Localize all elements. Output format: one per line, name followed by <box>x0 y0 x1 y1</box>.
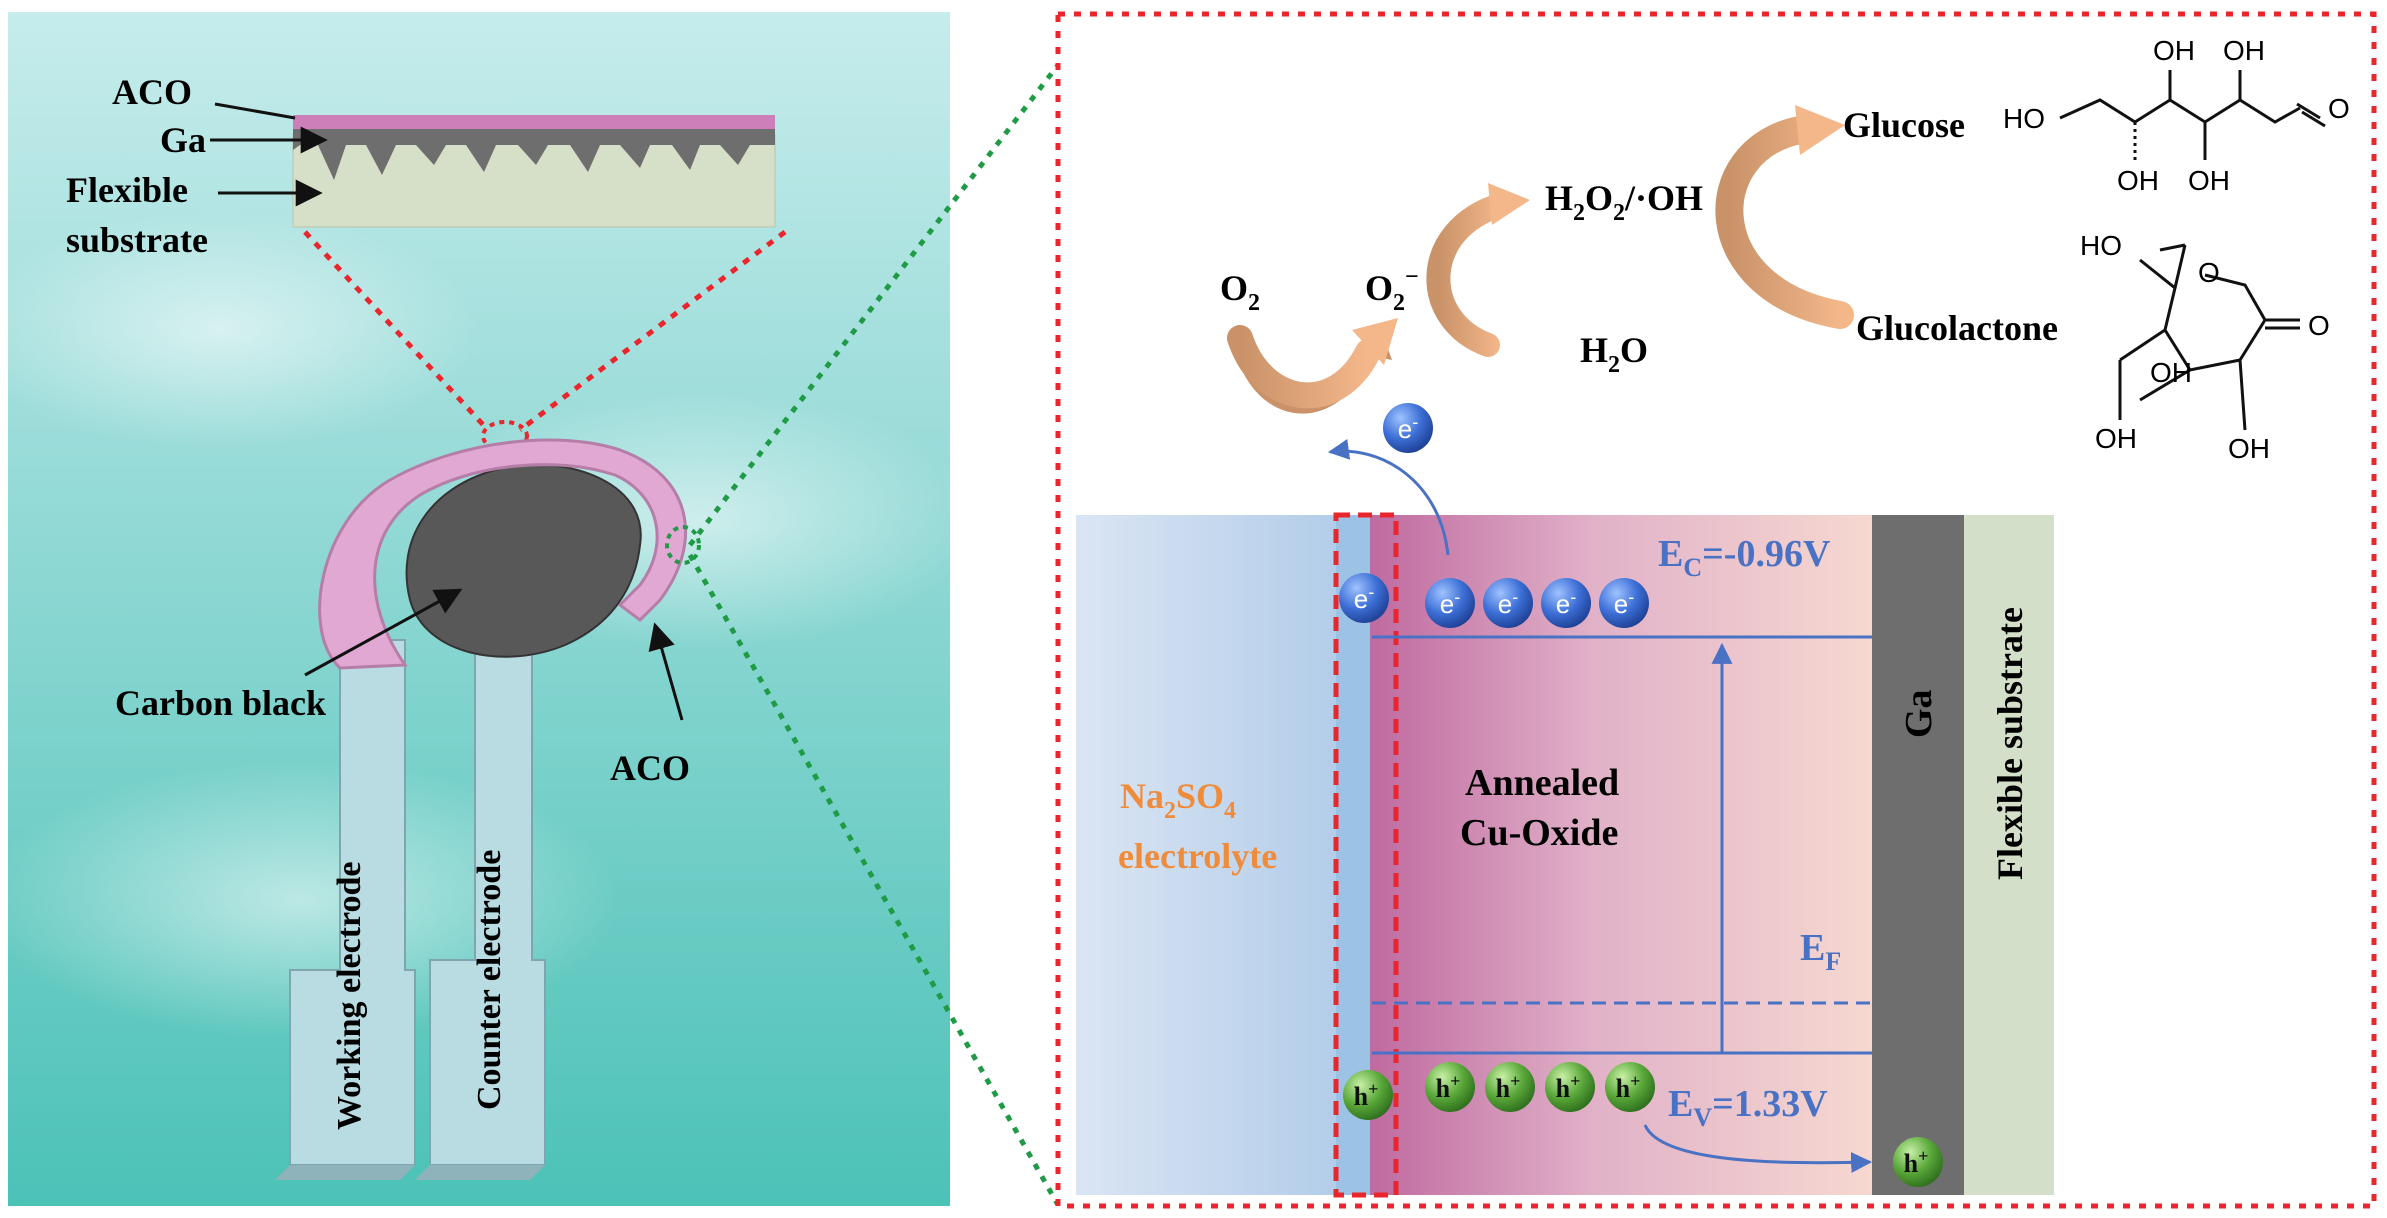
electron-cb-3: e- <box>1541 578 1591 628</box>
ga-layer-band <box>1872 515 1964 1195</box>
svg-text:h+: h+ <box>1904 1146 1929 1178</box>
label-working-electrode: Working electrode <box>331 862 368 1131</box>
semiconductor-label-1: Annealed <box>1465 762 1619 804</box>
electrolyte-region <box>1076 515 1336 1195</box>
glucose-oh-2: OH <box>2223 35 2265 66</box>
svg-text:e-: e- <box>1440 587 1460 619</box>
o2-label: O2 <box>1220 268 1260 316</box>
svg-text:e-: e- <box>1614 587 1634 619</box>
o2-reduction-arc <box>1227 325 1381 409</box>
glucolactone-ring-o: O <box>2198 257 2220 288</box>
label-flexible: Flexible <box>66 170 188 210</box>
svg-text:e-: e- <box>1498 587 1518 619</box>
ev-label: EV=1.33V <box>1668 1083 1828 1132</box>
electron-free: e- <box>1383 403 1433 453</box>
interface-highlight <box>1333 512 1399 1198</box>
svg-text:e-: e- <box>1556 587 1576 619</box>
carbon-black-disk <box>405 463 642 658</box>
label-substrate: substrate <box>66 220 208 260</box>
glucose-oh-3: OH <box>2117 165 2159 196</box>
electron-cb-1: e- <box>1425 578 1475 628</box>
zoom-spot-green <box>665 525 701 565</box>
label-carbon-black: Carbon black <box>115 683 326 723</box>
label-aco-callout: ACO <box>610 748 690 788</box>
pointer-aco-callout <box>648 622 684 721</box>
glucose-label: Glucose <box>1843 105 1965 145</box>
hole-vb-4: h+ <box>1605 1062 1655 1112</box>
zoom-line-red <box>518 229 787 433</box>
glucose-structure-labels: HO OH OH OH OH O <box>2003 35 2350 196</box>
glucolactone-carbonyl-o: O <box>2308 310 2330 341</box>
aco-layer <box>293 115 775 129</box>
hole-transfer-arrow <box>1643 1124 1873 1174</box>
substrate-band-label: Flexible substrate <box>1990 607 2030 880</box>
holes: h+ h+ h+ h+ h+ h+ <box>1343 1062 1943 1187</box>
ec-label: EC=-0.96V <box>1658 533 1831 582</box>
electron-cb-4: e- <box>1599 578 1649 628</box>
hole-vb-2: h+ <box>1485 1062 1535 1112</box>
svg-text:h+: h+ <box>1616 1071 1641 1103</box>
glucose-ho: HO <box>2003 103 2045 134</box>
electrons: e- e- e- e- e- e- <box>1339 403 1649 628</box>
glucose-oxidation-arrowhead <box>1795 105 1845 155</box>
hole-vb-1: h+ <box>1425 1062 1475 1112</box>
flexible-substrate-band <box>1964 515 2054 1195</box>
glucolactone-oh-1: OH <box>2150 357 2192 388</box>
zoom-spot-red <box>481 420 529 452</box>
electron-cb-2: e- <box>1483 578 1533 628</box>
pointer-aco <box>214 102 296 120</box>
glucolactone-oh-2: OH <box>2095 423 2137 454</box>
aco-ring <box>318 438 688 670</box>
svg-text:h+: h+ <box>1354 1079 1379 1111</box>
lactone-edge <box>2139 368 2191 402</box>
counter-electrode-edge <box>415 1165 545 1180</box>
glucose-oh-1: OH <box>2153 35 2195 66</box>
ga-layer <box>293 128 775 180</box>
ga-band-label: Ga <box>1898 689 1940 738</box>
glucose-aldehyde-o: O <box>2328 93 2350 124</box>
reaction-scheme: O2 O2− H2O2/·OH H2O Glucose Glucolactone <box>1220 105 2058 414</box>
glucolactone-ho: HO <box>2080 230 2122 261</box>
left-panel: ACO Ga Flexible substrate Carbon black A… <box>0 12 980 1206</box>
h2o-label: H2O <box>1580 330 1648 378</box>
hole-ga: h+ <box>1893 1137 1943 1187</box>
o2-reduction-arrowhead <box>1352 318 1398 365</box>
electrolyte-formula: Na2SO4 <box>1120 776 1236 824</box>
electron-transfer-arrow <box>1327 438 1450 556</box>
svg-text:h+: h+ <box>1496 1071 1521 1103</box>
svg-text:e-: e- <box>1398 412 1418 444</box>
electrolyte-label: electrolyte <box>1118 836 1277 876</box>
superoxide-label: O2− <box>1365 264 1419 316</box>
label-counter-electrode: Counter electrode <box>471 850 508 1110</box>
svg-text:h+: h+ <box>1436 1071 1461 1103</box>
working-electrode-edge <box>275 1165 415 1180</box>
h2o-to-h2o2-arrowhead <box>1488 183 1530 225</box>
svg-text:e-: e- <box>1354 582 1374 614</box>
glucolactone-label: Glucolactone <box>1856 308 2058 348</box>
ef-label: EF <box>1800 927 1841 976</box>
label-ga: Ga <box>160 120 206 160</box>
layer-stack <box>292 115 776 228</box>
pointer-carbon-black <box>304 588 463 677</box>
glucose-oxidation-arc <box>1715 116 1854 329</box>
hole-vb-3: h+ <box>1545 1062 1595 1112</box>
label-aco-top: ACO <box>112 72 192 112</box>
h2o2-label: H2O2/·OH <box>1545 178 1703 226</box>
semiconductor-label-2: Cu-Oxide <box>1460 812 1618 854</box>
svg-text:h+: h+ <box>1556 1071 1581 1103</box>
glucolactone-oh-3: OH <box>2228 433 2270 464</box>
glucose-structure <box>2059 70 2326 160</box>
glucose-oh-4: OH <box>2188 165 2230 196</box>
zoom-line-green <box>688 63 1060 547</box>
electron-interface: e- <box>1339 573 1389 623</box>
electrode-device <box>275 438 688 1180</box>
h2o-to-h2o2-arc <box>1426 193 1512 357</box>
glucolactone-structure <box>2118 243 2300 431</box>
aldehyde-double-bond <box>2301 110 2326 128</box>
glucolactone-structure-labels: HO O O OH OH OH <box>2080 230 2330 464</box>
cloud-texture <box>0 210 480 450</box>
hole-interface: h+ <box>1343 1070 1393 1120</box>
